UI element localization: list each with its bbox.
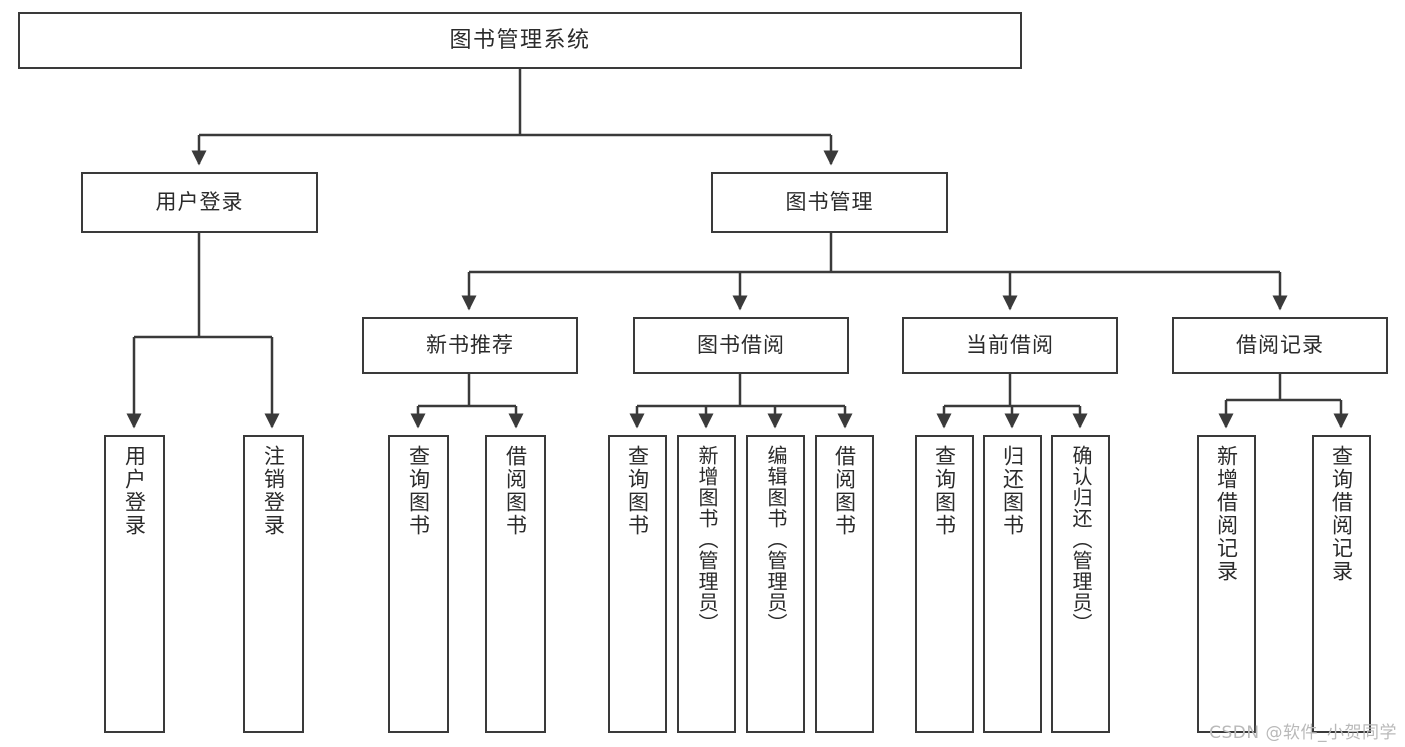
watermark-text: CSDN @软件_小贺同学 xyxy=(1209,723,1397,743)
node-leaf-add-borrow-record[interactable]: 新增借阅记录 xyxy=(1197,435,1256,733)
node-leaf-confirm-return-admin-label: 确认归还（管理员） xyxy=(1069,445,1093,634)
node-leaf-user-login-label: 用户登录 xyxy=(122,445,147,537)
node-book-manage[interactable]: 图书管理 xyxy=(711,172,948,233)
node-leaf-query-book-3-label: 查询图书 xyxy=(932,445,957,537)
node-new-book-recommend[interactable]: 新书推荐 xyxy=(362,317,578,374)
node-borrow-record[interactable]: 借阅记录 xyxy=(1172,317,1388,374)
node-borrow-record-label: 借阅记录 xyxy=(1236,333,1324,358)
node-leaf-borrow-book-1[interactable]: 借阅图书 xyxy=(485,435,546,733)
node-leaf-user-login[interactable]: 用户登录 xyxy=(104,435,165,733)
node-leaf-user-logout[interactable]: 注销登录 xyxy=(243,435,304,733)
node-book-borrow[interactable]: 图书借阅 xyxy=(633,317,849,374)
node-leaf-query-borrow-record[interactable]: 查询借阅记录 xyxy=(1312,435,1371,733)
node-root[interactable]: 图书管理系统 xyxy=(18,12,1022,69)
node-leaf-edit-book-admin-label: 编辑图书（管理员） xyxy=(764,445,788,634)
node-leaf-query-borrow-record-label: 查询借阅记录 xyxy=(1329,445,1354,583)
node-leaf-add-book-admin-label: 新增图书（管理员） xyxy=(695,445,719,634)
node-leaf-query-book-1-label: 查询图书 xyxy=(406,445,431,537)
node-leaf-query-book-1[interactable]: 查询图书 xyxy=(388,435,449,733)
node-leaf-return-book[interactable]: 归还图书 xyxy=(983,435,1042,733)
node-leaf-borrow-book-2[interactable]: 借阅图书 xyxy=(815,435,874,733)
node-leaf-borrow-book-2-label: 借阅图书 xyxy=(832,445,857,537)
node-user-login[interactable]: 用户登录 xyxy=(81,172,318,233)
node-leaf-query-book-2[interactable]: 查询图书 xyxy=(608,435,667,733)
node-leaf-add-borrow-record-label: 新增借阅记录 xyxy=(1214,445,1239,583)
node-leaf-query-book-2-label: 查询图书 xyxy=(625,445,650,537)
node-leaf-borrow-book-1-label: 借阅图书 xyxy=(503,445,528,537)
node-book-manage-label: 图书管理 xyxy=(785,190,874,215)
node-leaf-confirm-return-admin[interactable]: 确认归还（管理员） xyxy=(1051,435,1110,733)
node-root-label: 图书管理系统 xyxy=(449,27,591,53)
node-user-login-label: 用户登录 xyxy=(155,190,244,215)
node-leaf-edit-book-admin[interactable]: 编辑图书（管理员） xyxy=(746,435,805,733)
node-leaf-query-book-3[interactable]: 查询图书 xyxy=(915,435,974,733)
node-new-book-recommend-label: 新书推荐 xyxy=(426,333,514,358)
node-current-borrow-label: 当前借阅 xyxy=(966,333,1054,358)
node-leaf-add-book-admin[interactable]: 新增图书（管理员） xyxy=(677,435,736,733)
node-leaf-return-book-label: 归还图书 xyxy=(1000,445,1025,537)
node-leaf-user-logout-label: 注销登录 xyxy=(261,445,286,537)
node-current-borrow[interactable]: 当前借阅 xyxy=(902,317,1118,374)
node-book-borrow-label: 图书借阅 xyxy=(697,333,785,358)
